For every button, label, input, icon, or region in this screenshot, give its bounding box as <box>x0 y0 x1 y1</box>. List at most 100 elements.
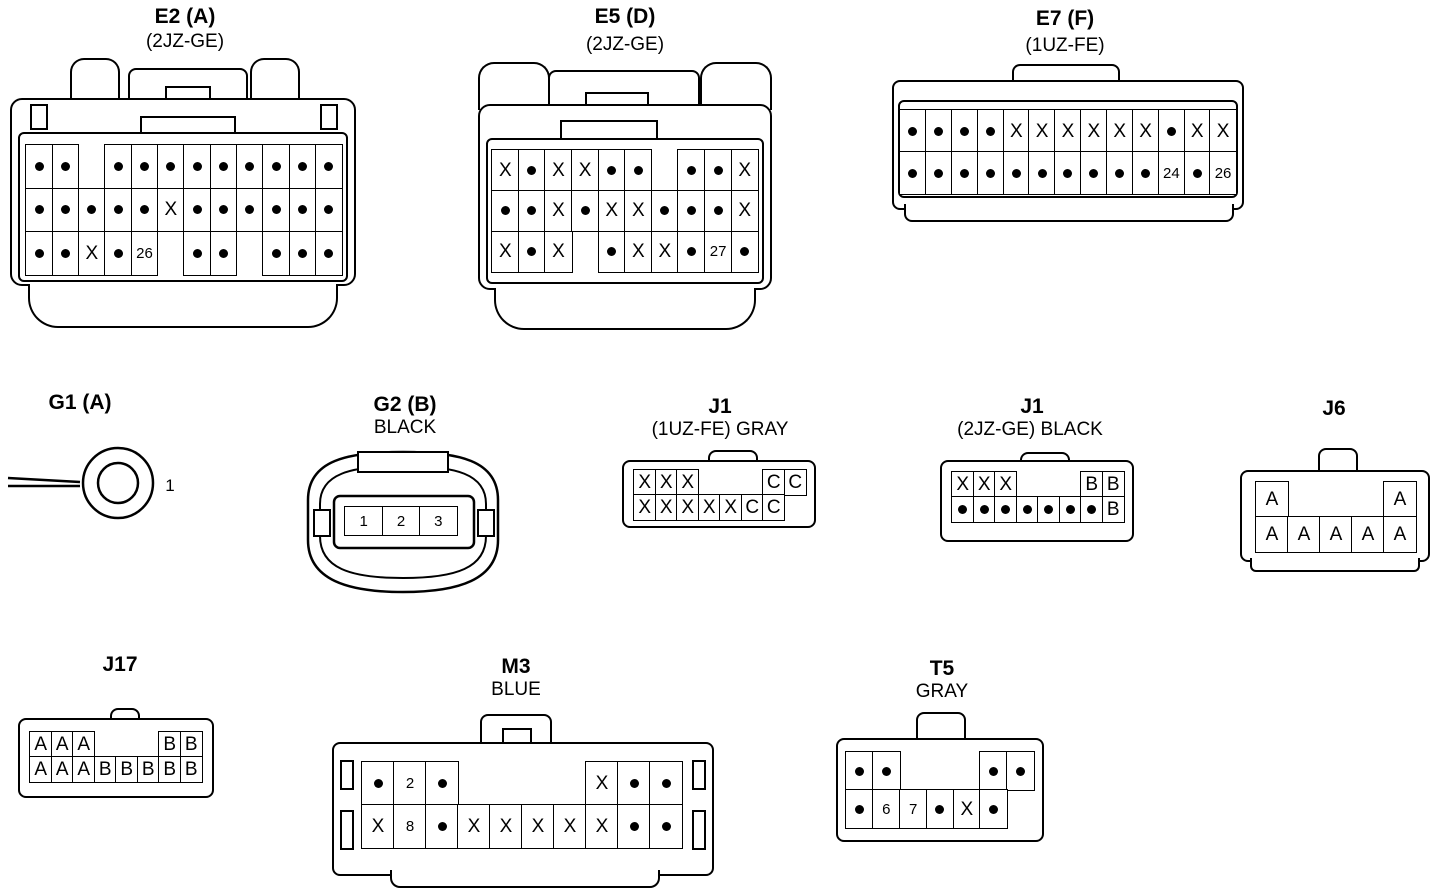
pin-used-dot-icon <box>77 187 106 233</box>
lock-tab <box>1318 448 1358 474</box>
pin-cell: 26 <box>130 230 159 276</box>
pin-used-dot-icon <box>25 187 54 233</box>
pin-cell: B <box>136 756 160 783</box>
ear <box>140 116 236 134</box>
pin-used-dot-icon <box>1105 151 1134 195</box>
pin-used-dot-icon <box>491 189 520 233</box>
pin-used-dot-icon <box>1157 109 1186 153</box>
pin-used-dot-icon <box>597 230 626 273</box>
connector-subtitle: GRAY <box>915 681 969 702</box>
pin-cell: A <box>50 731 74 758</box>
pin-used-dot-icon <box>183 230 212 276</box>
pin-used-dot-icon <box>314 187 343 233</box>
pin-cell: X <box>654 494 678 521</box>
pin-cell: X <box>571 149 600 192</box>
connector-base <box>904 204 1234 222</box>
empty-cavity <box>553 761 587 806</box>
pin-cell: B <box>158 756 182 783</box>
pin-cell: X <box>697 494 721 521</box>
latch <box>478 62 550 110</box>
connector-base <box>390 870 660 888</box>
empty-cavity <box>571 231 599 273</box>
connector-subtitle: BLACK <box>373 417 437 438</box>
pin-cell: B <box>1080 471 1104 498</box>
side-rib <box>340 810 354 850</box>
empty-cavity <box>1287 481 1321 518</box>
pin-cell: X <box>676 469 700 496</box>
pin-row: 1 2 3 <box>344 506 458 536</box>
pin-used-dot-icon <box>1037 496 1061 523</box>
empty-cavity <box>1016 471 1039 498</box>
pin-cell: 2 <box>381 506 421 536</box>
pin-used-dot-icon <box>262 230 291 276</box>
pin-used-dot-icon <box>209 230 238 276</box>
pin-used-dot-icon <box>183 144 212 190</box>
pin-used-dot-icon <box>979 789 1008 829</box>
pin-cell: X <box>585 804 619 849</box>
pin-used-dot-icon <box>104 230 133 276</box>
side-rib <box>340 760 354 790</box>
connector-title: G1 (A) <box>48 391 112 414</box>
connector-subtitle: (2JZ-GE) <box>585 34 665 55</box>
connector-subtitle: BLUE <box>491 679 541 700</box>
empty-cavity <box>94 731 117 758</box>
pin-used-dot-icon <box>649 804 683 849</box>
pin-used-dot-icon <box>925 109 953 153</box>
pin-cell: A <box>50 756 74 783</box>
pin-cell: X <box>654 469 678 496</box>
pin-used-dot-icon <box>288 144 317 190</box>
connector-title: M3 <box>501 655 531 678</box>
connector-base <box>494 288 756 330</box>
pin-cell: A <box>72 756 96 783</box>
pin-used-dot-icon <box>235 187 264 233</box>
pin-cell: B <box>1101 471 1125 498</box>
pin-cell: X <box>544 149 573 192</box>
pin-used-dot-icon <box>677 149 706 192</box>
connector-title: E7 (F) <box>1035 7 1095 30</box>
pin-cell: 6 <box>872 789 901 829</box>
pin-used-dot-icon <box>872 751 901 791</box>
pin-used-dot-icon <box>571 189 600 233</box>
pin-cell: X <box>1080 109 1108 153</box>
pin-used-dot-icon <box>262 144 291 190</box>
pin-used-dot-icon <box>104 144 133 190</box>
pin-cell: X <box>544 230 573 273</box>
connector-subtitle: (2JZ-GE) BLACK <box>957 419 1103 440</box>
pin-cell: X <box>951 471 975 498</box>
pin-used-dot-icon <box>972 496 996 523</box>
side-rib <box>692 810 706 850</box>
pin-used-dot-icon <box>950 109 979 153</box>
pin-used-dot-icon <box>994 496 1018 523</box>
empty-cavity <box>651 149 679 191</box>
pin-used-dot-icon <box>425 761 459 806</box>
pin-used-dot-icon <box>704 189 733 233</box>
pin-cell: C <box>762 469 786 496</box>
pin-used-dot-icon <box>677 230 706 273</box>
pin-used-dot-icon <box>517 149 546 192</box>
connector-base <box>1250 558 1420 572</box>
pin-cell: X <box>553 804 587 849</box>
connector-title: J6 <box>1322 397 1346 420</box>
pin-cell: A <box>72 731 96 758</box>
pin-used-dot-icon <box>235 144 264 190</box>
pin-used-dot-icon <box>156 144 185 190</box>
pin-used-dot-icon <box>730 230 759 273</box>
pin-used-dot-icon <box>51 187 80 233</box>
pin-used-dot-icon <box>1002 151 1031 195</box>
pin-cell: C <box>783 469 807 496</box>
pin-used-dot-icon <box>899 109 927 153</box>
empty-cavity <box>1037 471 1060 498</box>
pin-cell: X <box>1054 109 1082 153</box>
pin-cell: B <box>1101 496 1125 523</box>
pin-cell: X <box>719 494 743 521</box>
pin-cell: X <box>994 471 1018 498</box>
ear <box>30 104 48 130</box>
pin-cell: X <box>1131 109 1160 153</box>
pin-used-dot-icon <box>517 189 546 233</box>
pin-cell: X <box>156 187 185 233</box>
empty-cavity <box>1351 481 1385 518</box>
pin-cell: X <box>77 230 106 276</box>
